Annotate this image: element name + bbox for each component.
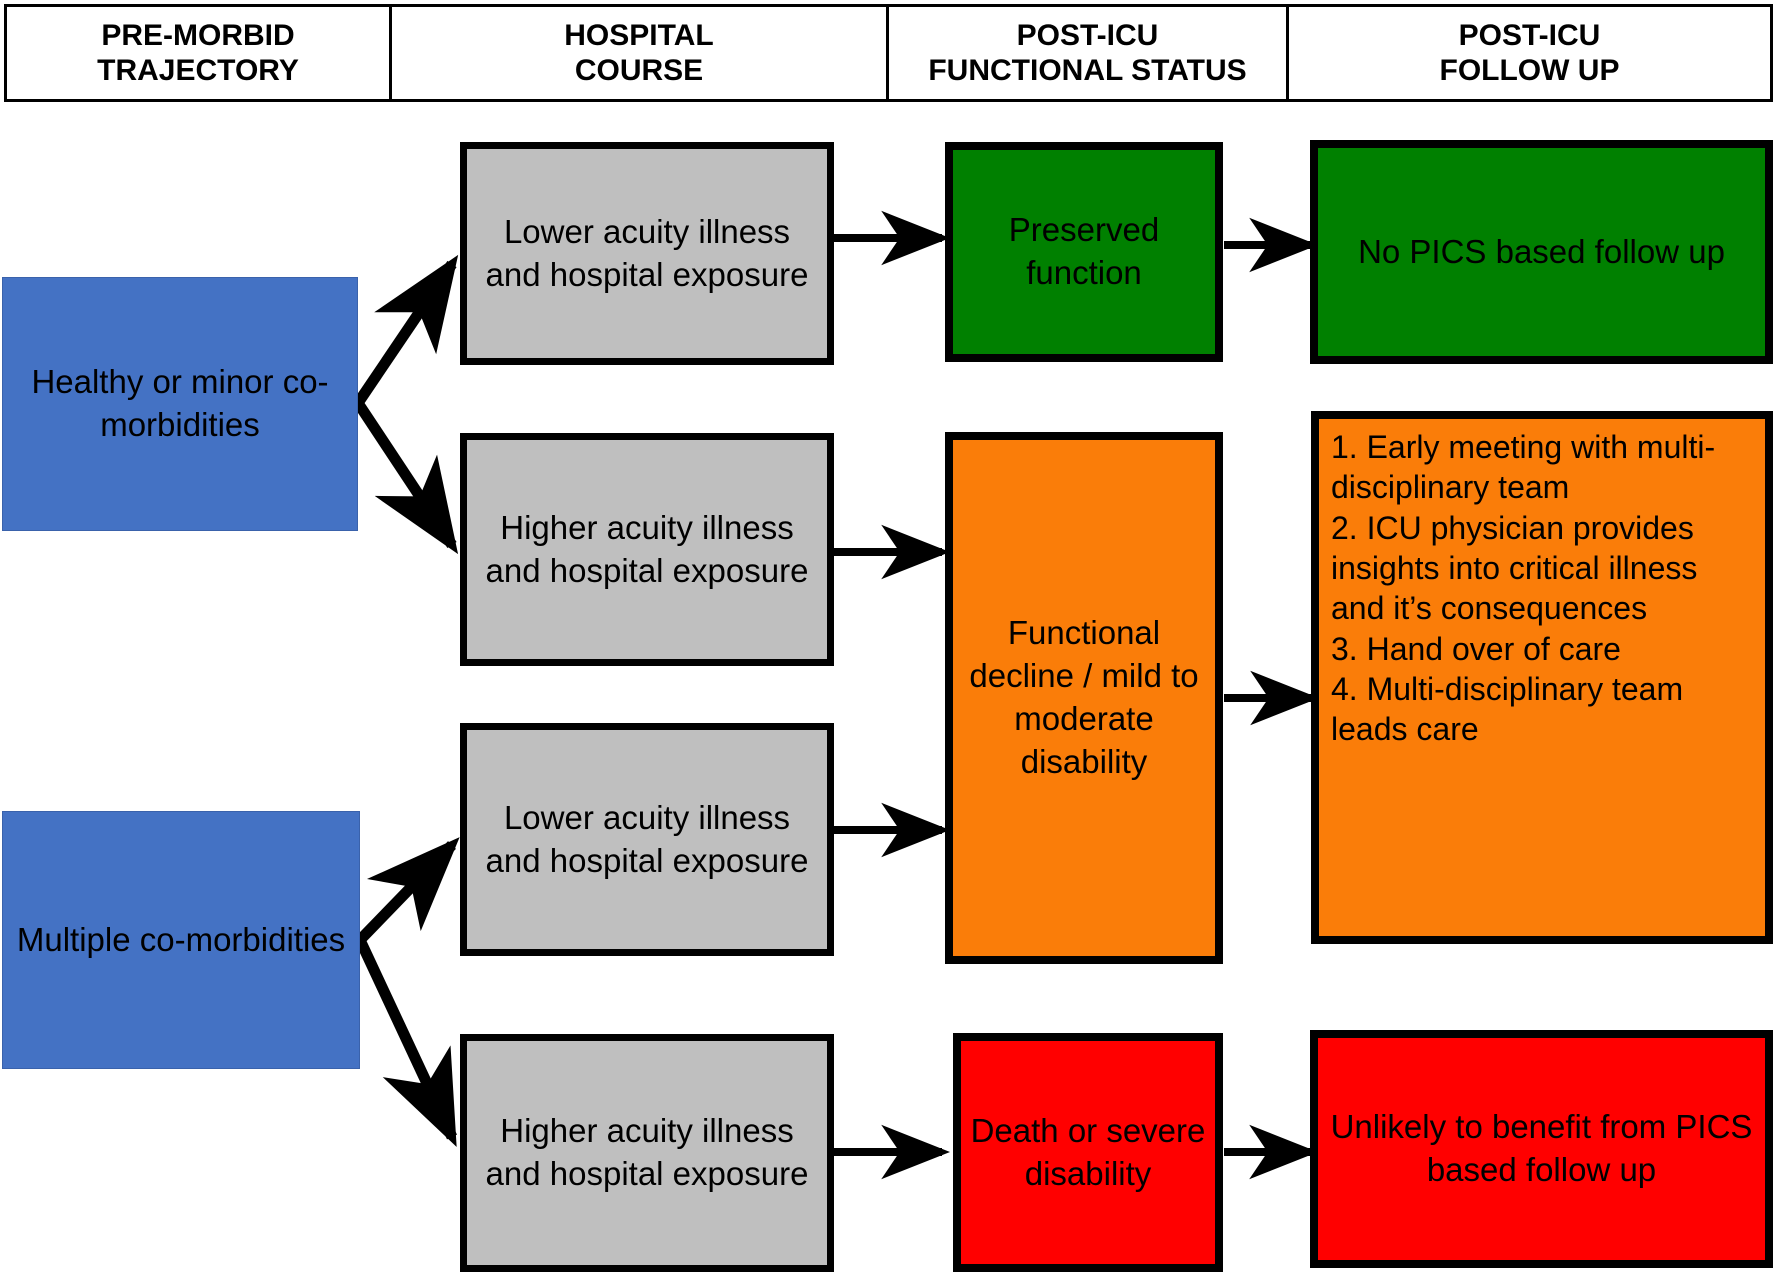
column-header-row: PRE-MORBID TRAJECTORY HOSPITAL COURSE PO… xyxy=(4,4,1773,102)
node-preserved-function[interactable]: Preserved function xyxy=(945,142,1223,362)
column-header-post-icu-follow-up: POST-ICU FOLLOW UP xyxy=(1289,7,1770,99)
column-header-line1: POST-ICU xyxy=(1458,18,1601,52)
node-label: Death or severe disability xyxy=(970,1111,1206,1192)
list-item-2: 2. ICU physician provides insights into … xyxy=(1331,509,1698,627)
node-label: Lower acuity illness and hospital exposu… xyxy=(485,798,809,879)
arrow-multiple-to-lower-acuity xyxy=(356,837,460,944)
arrow-healthy-to-higher-acuity xyxy=(353,399,459,555)
list-item-3: 3. Hand over of care xyxy=(1331,630,1621,667)
node-no-pics-based-follow-up[interactable]: No PICS based follow up xyxy=(1310,140,1773,364)
node-death-or-severe-disability[interactable]: Death or severe disability xyxy=(953,1033,1223,1272)
list-item-1: 1. Early meeting with multi-disciplinary… xyxy=(1331,429,1716,506)
node-label: Unlikely to benefit from PICS based foll… xyxy=(1330,1108,1753,1188)
node-functional-decline[interactable]: Functional decline / mild to moderate di… xyxy=(945,432,1223,964)
list-item-4: 4. Multi-disciplinary team leads care xyxy=(1331,670,1684,748)
node-lower-acuity-illness-1[interactable]: Lower acuity illness and hospital exposu… xyxy=(460,142,834,365)
node-label: Preserved function xyxy=(1008,211,1160,291)
column-header-line2: FUNCTIONAL STATUS xyxy=(928,54,1247,87)
node-multiple-comorbidities[interactable]: Multiple co-morbidities xyxy=(2,811,360,1069)
column-header-hospital-course: HOSPITAL COURSE xyxy=(392,7,889,99)
node-lower-acuity-illness-2[interactable]: Lower acuity illness and hospital exposu… xyxy=(460,723,834,956)
column-header-pre-morbid-trajectory: PRE-MORBID TRAJECTORY xyxy=(7,7,392,99)
node-label: Higher acuity illness and hospital expos… xyxy=(485,1112,809,1192)
arrow-multiple-to-higher-acuity xyxy=(355,937,457,1147)
node-higher-acuity-illness-2[interactable]: Higher acuity illness and hospital expos… xyxy=(460,1034,834,1272)
arrow-healthy-to-lower-acuity xyxy=(353,254,459,407)
node-pics-follow-up-plan[interactable]: 1. Early meeting with multi-disciplinary… xyxy=(1311,411,1773,944)
node-label: Healthy or minor co-morbidities xyxy=(31,363,329,443)
node-unlikely-to-benefit-follow-up[interactable]: Unlikely to benefit from PICS based foll… xyxy=(1310,1030,1773,1268)
node-label: Functional decline / mild to moderate di… xyxy=(969,614,1199,780)
node-label-list: 1. Early meeting with multi-disciplinary… xyxy=(1331,427,1755,750)
node-label: Higher acuity illness and hospital expos… xyxy=(485,508,809,589)
column-header-line1: POST-ICU xyxy=(1016,18,1159,52)
node-label: Lower acuity illness and hospital exposu… xyxy=(485,212,809,293)
node-label: No PICS based follow up xyxy=(1358,232,1725,270)
column-header-line2: COURSE xyxy=(574,54,704,87)
column-header-line1: HOSPITAL xyxy=(564,18,714,52)
node-label: Multiple co-morbidities xyxy=(16,920,346,958)
column-header-line1: PRE-MORBID xyxy=(101,18,295,52)
column-header-line2: TRAJECTORY xyxy=(97,54,299,87)
node-higher-acuity-illness-1[interactable]: Higher acuity illness and hospital expos… xyxy=(460,433,834,666)
column-header-post-icu-functional-status: POST-ICU FUNCTIONAL STATUS xyxy=(889,7,1289,99)
node-healthy-or-minor-comorbidities[interactable]: Healthy or minor co-morbidities xyxy=(2,277,358,531)
column-header-line2: FOLLOW UP xyxy=(1439,54,1620,87)
